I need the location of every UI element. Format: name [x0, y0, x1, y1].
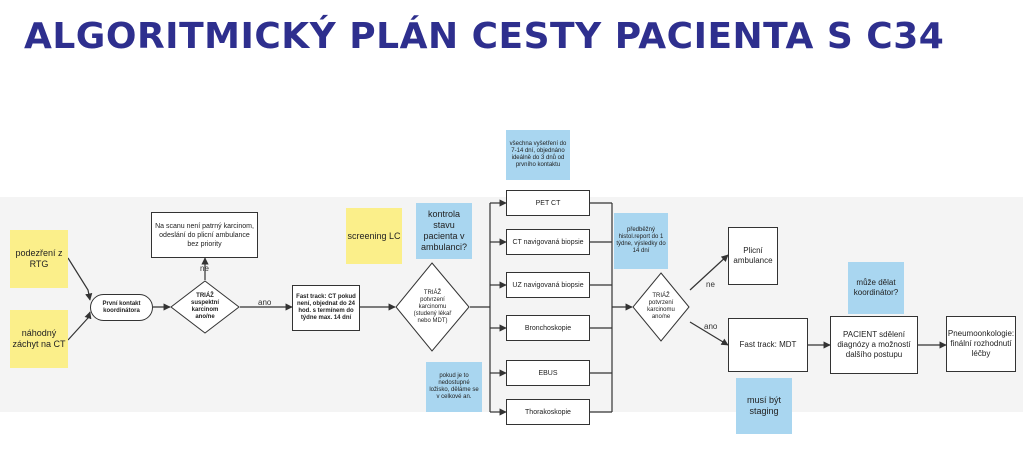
node-na-scanu-neni-karcinom: Na scanu není patrný karcinom, odeslání …	[151, 212, 258, 258]
diamond-shape	[632, 272, 690, 342]
diamond-shape	[170, 280, 240, 334]
node-pneumoonkologie: Pneumoonkologie: finální rozhodnutí léčb…	[946, 316, 1016, 372]
decision-label: TRIÁŽ suspektní karcinom ano/ne	[190, 293, 219, 320]
node-plicni-ambulance: Plicní ambulance	[728, 227, 778, 285]
node-thorakoskopie: Thorakoskopie	[506, 399, 590, 425]
sticky-screening-lc: screening LC	[346, 208, 402, 264]
edge-label-ne-2: ne	[706, 280, 715, 289]
edge-label-ne-1: ne	[200, 264, 209, 273]
sticky-musi-byt-staging: musí být staging	[736, 378, 792, 434]
decision-triaz-potvrzeni-karcinomu-1: TRIÁŽ potvrzení karcinomu (studený lékař…	[395, 262, 470, 352]
page-title: ALGORITMICKÝ PLÁN CESTY PACIENTA S C34	[24, 16, 945, 57]
node-fast-track-mdt: Fast track: MDT	[728, 318, 808, 372]
sticky-pokud-nedostupne-lozisko: pokud je to nedostupné ložisko, děláme s…	[426, 362, 482, 412]
edge-label-ano-2: ano	[704, 322, 718, 331]
decision-label: TRIÁŽ potvrzení karcinomu ano/ne	[647, 293, 675, 320]
diamond-shape	[395, 262, 470, 352]
node-bronchoskopie: Bronchoskopie	[506, 315, 590, 341]
sticky-muze-delat-koordinator: může dělat koordinátor?	[848, 262, 904, 314]
sticky-vsechna-vysetreni: všechna vyšetření do 7-14 dní, objednáno…	[506, 130, 570, 180]
node-uz-navigovana-biopsie: UZ navigovaná biopsie	[506, 272, 590, 298]
sticky-nahodny-zachyt: náhodný záchyt na CT	[10, 310, 68, 368]
edge-label-ano-1: ano	[258, 298, 272, 307]
decision-label: TRIÁŽ potvrzení karcinomu (studený lékař…	[413, 289, 452, 324]
node-ct-navigovana-biopsie: CT navigovaná biopsie	[506, 229, 590, 255]
node-ebus: EBUS	[506, 360, 590, 386]
decision-triaz-potvrzeni-karcinomu-2: TRIÁŽ potvrzení karcinomu ano/ne	[632, 272, 690, 342]
sticky-kontrola-stavu: kontrola stavu pacienta v ambulanci?	[416, 203, 472, 259]
node-fast-track-ct: Fast track: CT pokud není, objednat do 2…	[292, 285, 360, 331]
node-pet-ct: PET CT	[506, 190, 590, 216]
sticky-podezreni-z-rtg: podezření z RTG	[10, 230, 68, 288]
decision-triaz-suspektni-karcinom: TRIÁŽ suspektní karcinom ano/ne	[170, 280, 240, 334]
node-pacient-sdeleni-diagnozy: PACIENT sdělení diagnózy a možností dalš…	[830, 316, 918, 374]
node-prvni-kontakt-koordinatora: První kontakt koordinátora	[90, 294, 153, 321]
sticky-predbezny-histol-report: předběžný histol.report do 1 týdne, výsl…	[614, 213, 668, 269]
